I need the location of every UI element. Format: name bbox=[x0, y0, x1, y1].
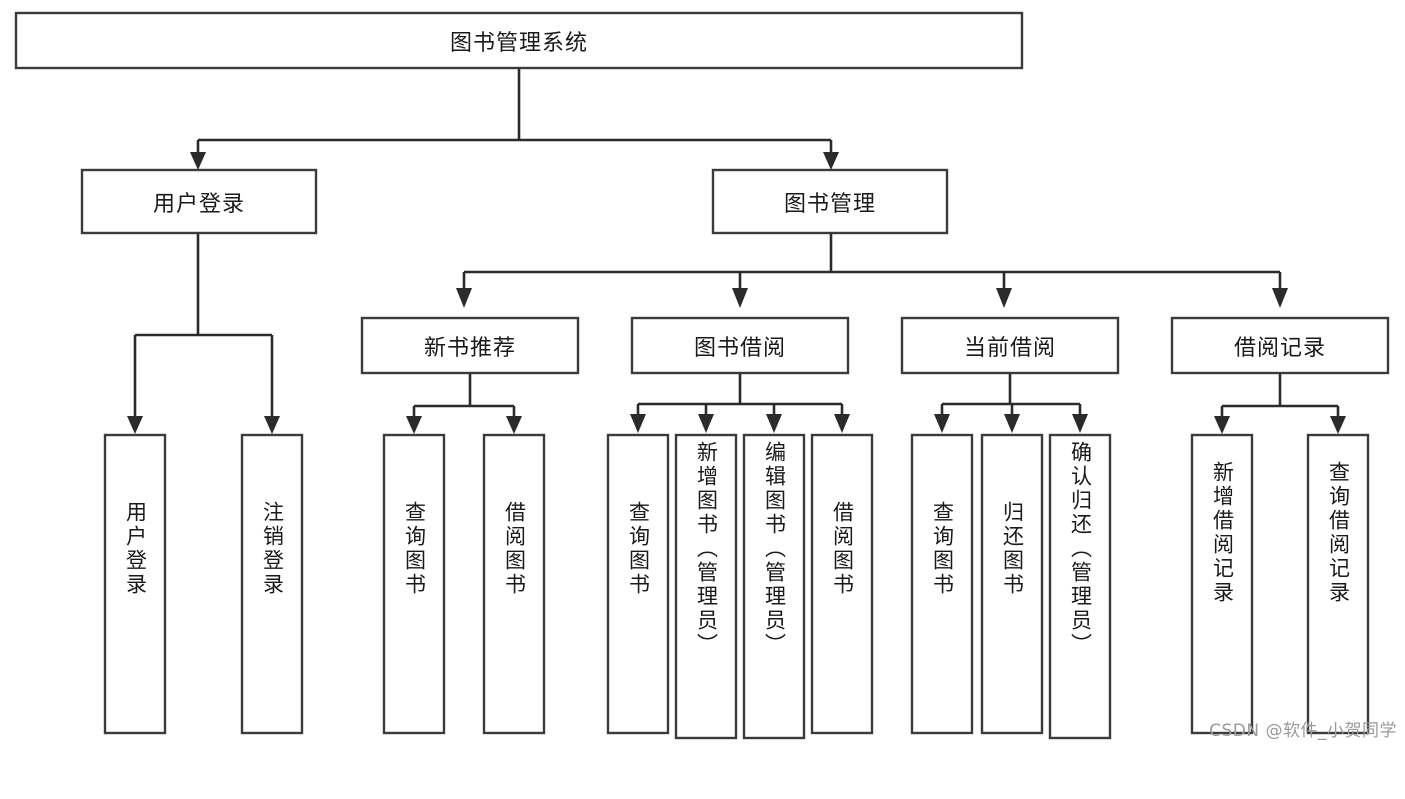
arrow-head-leaf-borrow-book-2 bbox=[834, 414, 850, 433]
tree-diagram-svg bbox=[14, 11, 1390, 740]
arrow-head-leaf-user-login bbox=[127, 416, 143, 434]
diagram-canvas: 图书管理系统 用户登录 图书管理 新书推荐 图书借阅 当前借阅 借阅记录 用户登… bbox=[14, 11, 1397, 741]
arrow-head-leaf-add-book bbox=[698, 414, 714, 433]
node-box-leaf-add-record[interactable] bbox=[1190, 433, 1254, 735]
node-box-leaf-query-book-1[interactable] bbox=[382, 433, 446, 735]
node-box-leaf-borrow-book-1[interactable] bbox=[482, 433, 546, 735]
arrow-head-leaf-query-book-2 bbox=[630, 414, 646, 433]
node-box-current-borrow[interactable] bbox=[900, 316, 1120, 375]
node-box-leaf-query-record[interactable] bbox=[1306, 433, 1370, 735]
node-box-leaf-borrow-book-2[interactable] bbox=[810, 433, 874, 735]
node-box-root[interactable] bbox=[14, 11, 1024, 70]
connector-group-root-to-level2 bbox=[190, 69, 839, 170]
arrow-head-current-borrow bbox=[996, 288, 1012, 308]
arrow-head-leaf-confirm-return bbox=[1072, 414, 1088, 433]
arrow-head-borrow-record bbox=[1272, 288, 1288, 308]
node-box-book-manage[interactable] bbox=[711, 168, 949, 235]
connector-group-user-login-to-leaves bbox=[127, 234, 280, 434]
node-box-leaf-user-login[interactable] bbox=[103, 433, 167, 735]
arrow-head-leaf-logout-login bbox=[264, 416, 280, 434]
node-box-book-borrow[interactable] bbox=[630, 316, 850, 375]
arrow-head-user-login bbox=[190, 152, 206, 170]
arrow-head-leaf-query-record bbox=[1330, 416, 1346, 434]
arrow-head-leaf-add-record bbox=[1214, 416, 1230, 434]
node-box-leaf-confirm-return[interactable] bbox=[1048, 433, 1112, 740]
arrow-head-leaf-return-book bbox=[1004, 414, 1020, 433]
arrow-head-new-book-recommend bbox=[456, 288, 472, 308]
connector-group-book-borrow-to-leaves bbox=[630, 374, 850, 433]
node-box-borrow-record[interactable] bbox=[1170, 316, 1390, 375]
node-box-leaf-query-book-3[interactable] bbox=[910, 433, 974, 735]
arrow-head-leaf-edit-book bbox=[766, 414, 782, 433]
arrow-head-book-borrow bbox=[732, 288, 748, 308]
arrow-head-book-manage bbox=[823, 152, 839, 170]
node-box-user-login[interactable] bbox=[80, 168, 318, 235]
arrow-head-leaf-borrow-book-1 bbox=[506, 416, 522, 434]
arrow-head-leaf-query-book-1 bbox=[406, 416, 422, 434]
node-box-leaf-query-book-2[interactable] bbox=[606, 433, 670, 735]
connector-group-book-manage-to-level3 bbox=[456, 234, 1288, 308]
connector-group-current-borrow-to-leaves bbox=[934, 374, 1088, 433]
node-box-leaf-logout-login[interactable] bbox=[240, 433, 304, 735]
arrow-head-leaf-query-book-3 bbox=[934, 414, 950, 433]
node-box-new-book-recommend[interactable] bbox=[360, 316, 580, 375]
connector-group-new-book-recommend-to-leaves bbox=[406, 374, 522, 434]
connector-group-borrow-record-to-leaves bbox=[1214, 374, 1346, 434]
node-box-leaf-edit-book[interactable] bbox=[742, 433, 806, 740]
node-box-leaf-add-book[interactable] bbox=[674, 433, 738, 740]
node-box-leaf-return-book[interactable] bbox=[980, 433, 1044, 735]
